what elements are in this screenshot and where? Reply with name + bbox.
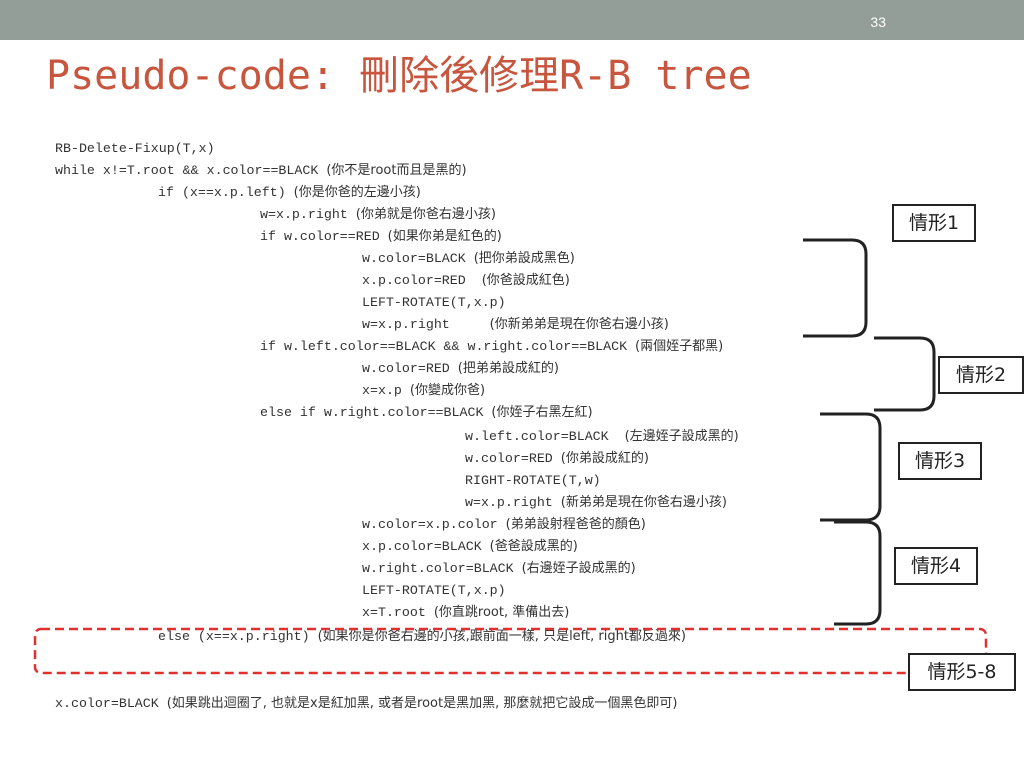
code-line: x.color=BLACK (如果跳出迴圈了, 也就是x是紅加黑, 或者是roo…	[55, 696, 678, 711]
code-line: w.color=BLACK (把你弟設成黑色)	[362, 251, 575, 266]
code-line: LEFT-ROTATE(T,x.p)	[362, 583, 506, 598]
code-line: w=x.p.right (你新弟弟是現在你爸右邊小孩)	[362, 317, 669, 332]
case-label-3: 情形3	[898, 442, 982, 480]
code-line: if (x==x.p.left) (你是你爸的左邊小孩)	[158, 185, 421, 200]
bracket-case-1	[803, 238, 868, 338]
code-line: w.color=x.p.color (弟弟設射程爸爸的顏色)	[362, 517, 646, 532]
code-line: else (x==x.p.right) (如果你是你爸右邊的小孩,跟前面一樣, …	[158, 629, 686, 644]
code-line: RB-Delete-Fixup(T,x)	[55, 141, 215, 156]
code-line: w.color=RED (把弟弟設成紅的)	[362, 361, 559, 376]
slide-title: Pseudo-code: 刪除後修理R-B tree	[46, 53, 752, 99]
code-line: LEFT-ROTATE(T,x.p)	[362, 295, 506, 310]
bracket-case-4	[834, 520, 882, 626]
top-bar: 33	[0, 0, 1024, 40]
code-line: w.left.color=BLACK (左邊姪子設成黑的)	[465, 429, 739, 444]
code-line: x.p.color=BLACK (爸爸設成黑的)	[362, 539, 578, 554]
code-line: RIGHT-ROTATE(T,w)	[465, 473, 601, 488]
code-line: x=x.p (你變成你爸)	[362, 383, 486, 398]
bracket-case-3	[820, 412, 882, 522]
case-label-2: 情形2	[938, 356, 1024, 394]
code-line: if w.color==RED (如果你弟是紅色的)	[260, 229, 502, 244]
case-label-1: 情形1	[892, 204, 976, 242]
code-line: w.color=RED (你弟設成紅的)	[465, 451, 649, 466]
code-line: if w.left.color==BLACK && w.right.color=…	[260, 339, 724, 354]
code-line: while x!=T.root && x.color==BLACK (你不是ro…	[55, 163, 467, 178]
page-number: 33	[870, 14, 886, 30]
case-label-4: 情形4	[894, 547, 978, 585]
code-line: w=x.p.right (新弟弟是現在你爸右邊小孩)	[465, 495, 727, 510]
else-branch-highlight	[33, 627, 988, 675]
code-line: w.right.color=BLACK (右邊姪子設成黑的)	[362, 561, 636, 576]
case-label-5-8: 情形5-8	[908, 653, 1016, 691]
code-line: x=T.root (你直跳root, 準備出去)	[362, 605, 570, 620]
code-line: x.p.color=RED (你爸設成紅色)	[362, 273, 570, 288]
bracket-case-2	[874, 336, 936, 412]
code-line: else if w.right.color==BLACK (你姪子右黑左紅)	[260, 405, 593, 420]
code-line: w=x.p.right (你弟就是你爸右邊小孩)	[260, 207, 496, 222]
